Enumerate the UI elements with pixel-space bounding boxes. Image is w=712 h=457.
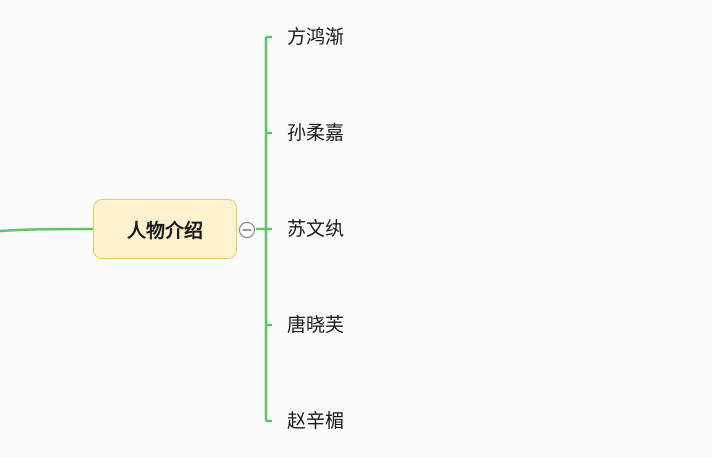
subtopic-label: 孙柔嘉 <box>287 122 345 144</box>
incoming-branch-line <box>0 227 94 233</box>
subtopic-label: 方鸿渐 <box>287 26 345 48</box>
subtopic-label: 唐晓芙 <box>287 314 345 336</box>
subtopic-item[interactable]: 孙柔嘉 <box>287 120 344 146</box>
central-topic[interactable]: 人物介绍 <box>93 199 237 259</box>
subtopic-label: 赵辛楣 <box>287 410 345 432</box>
minus-circle-icon[interactable] <box>238 221 256 239</box>
subtopic-item[interactable]: 赵辛楣 <box>287 408 344 434</box>
subtopic-item[interactable]: 苏文纨 <box>287 216 344 242</box>
central-topic-label: 人物介绍 <box>126 219 203 242</box>
subtopic-label: 苏文纨 <box>287 218 345 240</box>
subtopic-item[interactable]: 方鸿渐 <box>287 24 344 50</box>
subtopic-item[interactable]: 唐晓芙 <box>287 312 344 338</box>
